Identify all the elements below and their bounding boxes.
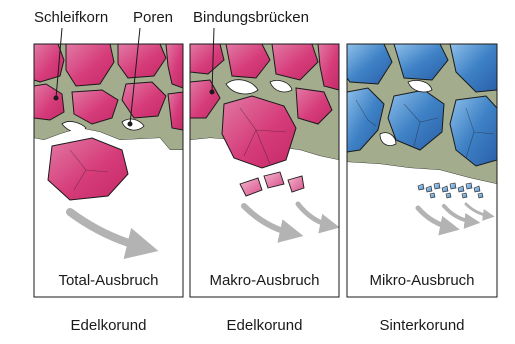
panel-caption-2: Makro-Ausbruch bbox=[190, 272, 339, 290]
label-pores: Poren bbox=[133, 9, 173, 27]
label-bonds: Bindungsbrücken bbox=[193, 9, 309, 27]
material-label-2: Edelkorund bbox=[190, 317, 339, 335]
material-label-3: Sinterkorund bbox=[347, 317, 497, 335]
panel-caption-1: Total-Ausbruch bbox=[34, 272, 183, 290]
label-grain: Schleifkorn bbox=[34, 9, 108, 27]
material-label-1: Edelkorund bbox=[34, 317, 183, 335]
panel-caption-3: Mikro-Ausbruch bbox=[347, 272, 497, 290]
panel-micro-breakout bbox=[347, 44, 497, 297]
panel-total-breakout bbox=[34, 44, 183, 297]
